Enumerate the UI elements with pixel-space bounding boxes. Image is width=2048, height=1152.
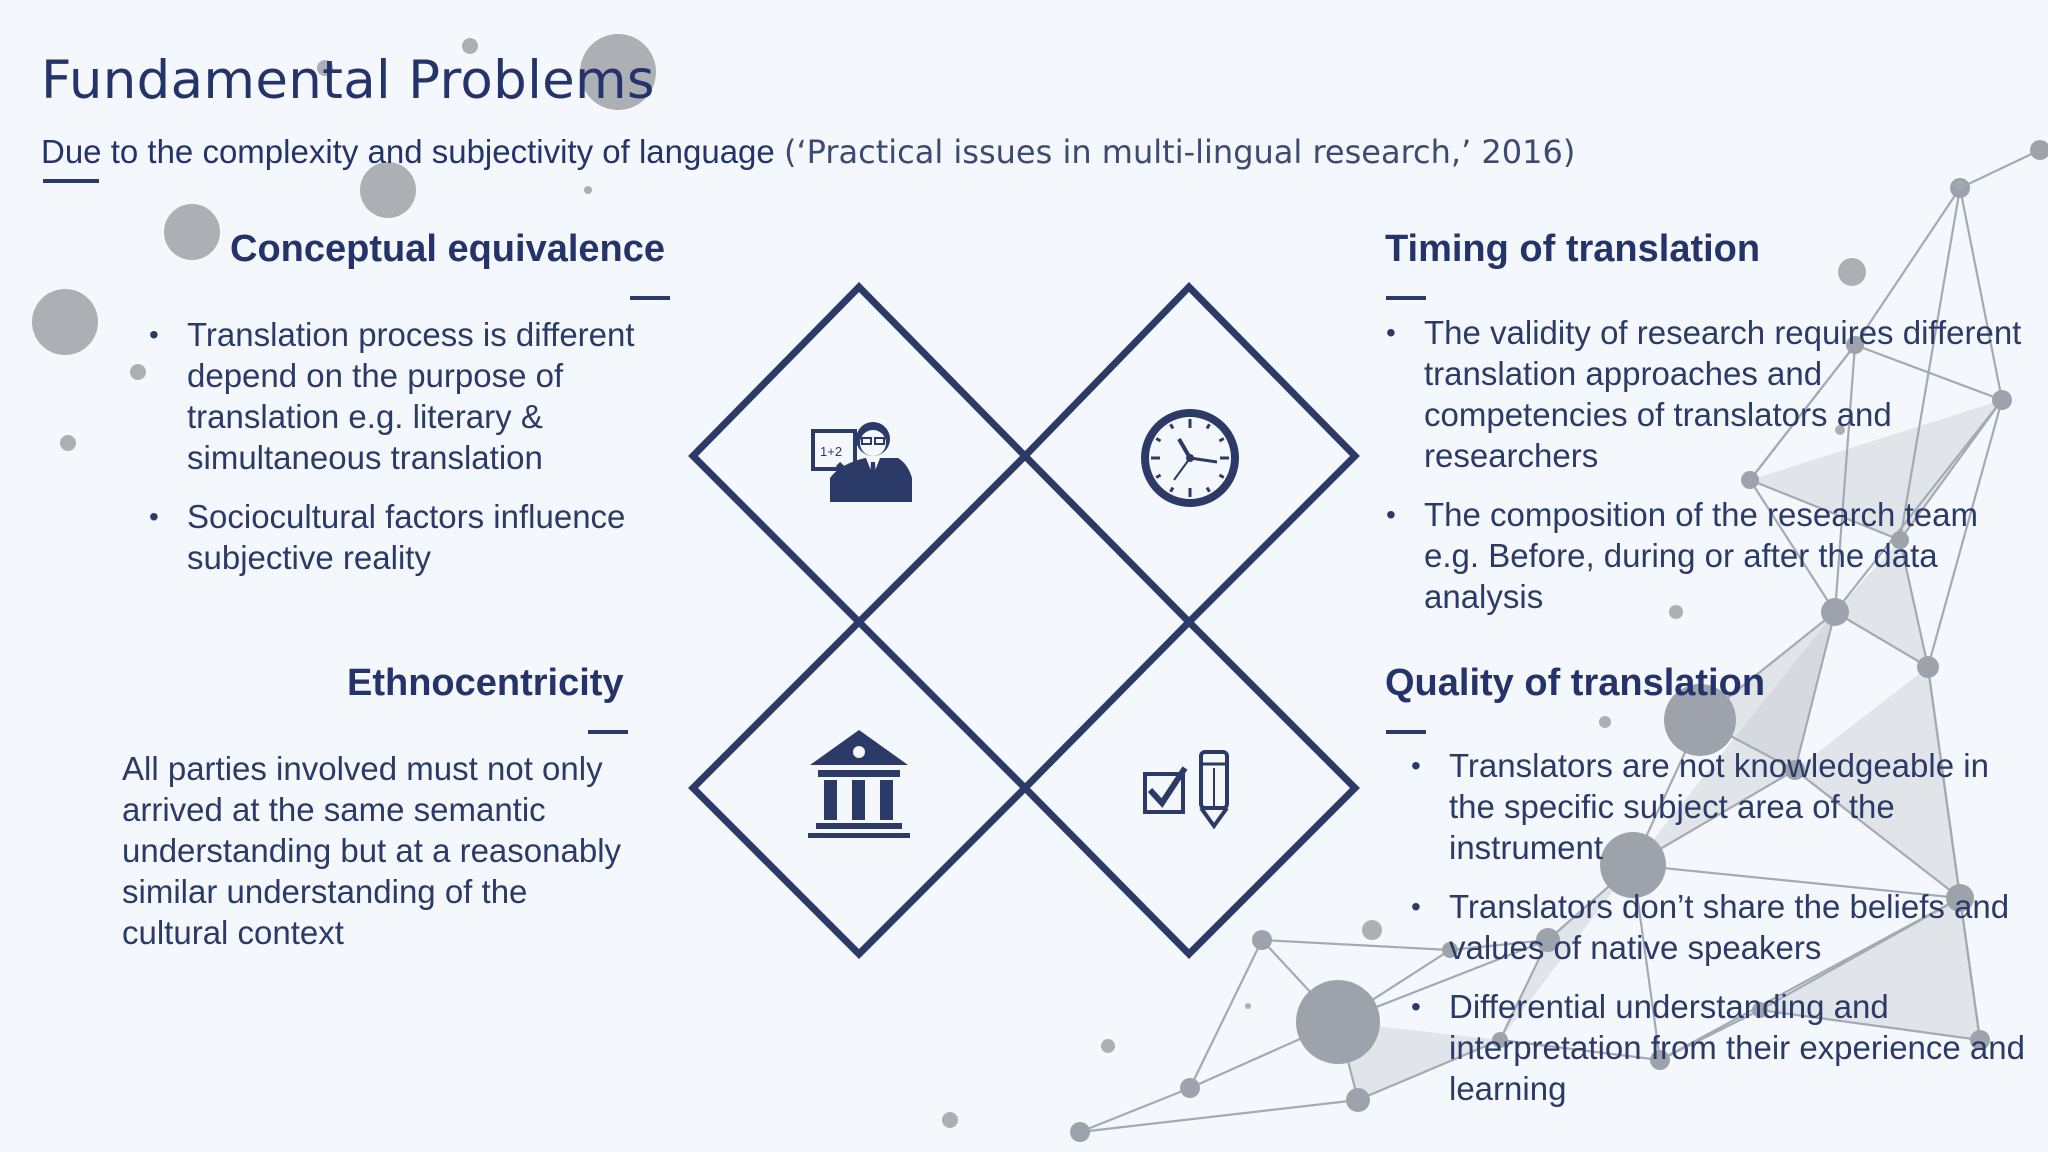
bullet-quality-1: Translators are not knowledgeable in the… — [1411, 745, 2034, 868]
diamond-bottom-right — [1020, 617, 1360, 959]
floating-bubbles — [32, 34, 1965, 1128]
bullet-conceptual-1: Translation process is different depend … — [149, 314, 677, 478]
diamond-top-left — [688, 282, 1030, 627]
text-ethnocentricity: All parties involved must not only arriv… — [122, 750, 622, 951]
rule-timing-of-translation — [1386, 296, 1426, 300]
checklist-pencil-icon — [1143, 750, 1229, 830]
list-timing-of-translation: The validity of research requires differ… — [1386, 312, 2024, 635]
list-quality-of-translation: Translators are not knowledgeable in the… — [1411, 745, 2034, 1127]
list-conceptual-equivalence: Translation process is different depend … — [149, 314, 677, 596]
diamond-grid: 1+2 — [688, 281, 1360, 959]
bullet-conceptual-2: Sociocultural factors influence subjecti… — [149, 496, 677, 578]
bullet-quality-2: Translators don’t share the beliefs and … — [1411, 886, 2034, 968]
institution-icon — [808, 730, 910, 838]
diamond-bottom-left — [688, 617, 1030, 959]
heading-ethnocentricity: Ethnocentricity — [347, 662, 624, 704]
clock-icon — [1141, 409, 1239, 507]
rule-ethnocentricity — [588, 730, 628, 734]
teacher-board-text: 1+2 — [820, 444, 842, 459]
heading-timing-of-translation: Timing of translation — [1385, 228, 1761, 270]
bullet-timing-2: The composition of the research team e.g… — [1386, 494, 2024, 617]
subtitle: Due to the complexity and subjectivity o… — [41, 133, 1575, 171]
heading-quality-of-translation: Quality of translation — [1385, 662, 1766, 704]
subtitle-text: Due to the complexity and subjectivity o… — [41, 133, 775, 170]
title-rule — [43, 179, 99, 183]
bullet-quality-3: Differential understanding and interpret… — [1411, 986, 2034, 1109]
subtitle-citation: (‘Practical issues in multi-lingual rese… — [783, 133, 1576, 171]
rule-conceptual-equivalence — [630, 296, 670, 300]
page-title: Fundamental Problems — [41, 50, 655, 111]
heading-conceptual-equivalence: Conceptual equivalence — [230, 228, 666, 270]
rule-quality-of-translation — [1386, 730, 1426, 734]
bullet-timing-1: The validity of research requires differ… — [1386, 312, 2024, 476]
teacher-icon: 1+2 — [811, 422, 912, 502]
